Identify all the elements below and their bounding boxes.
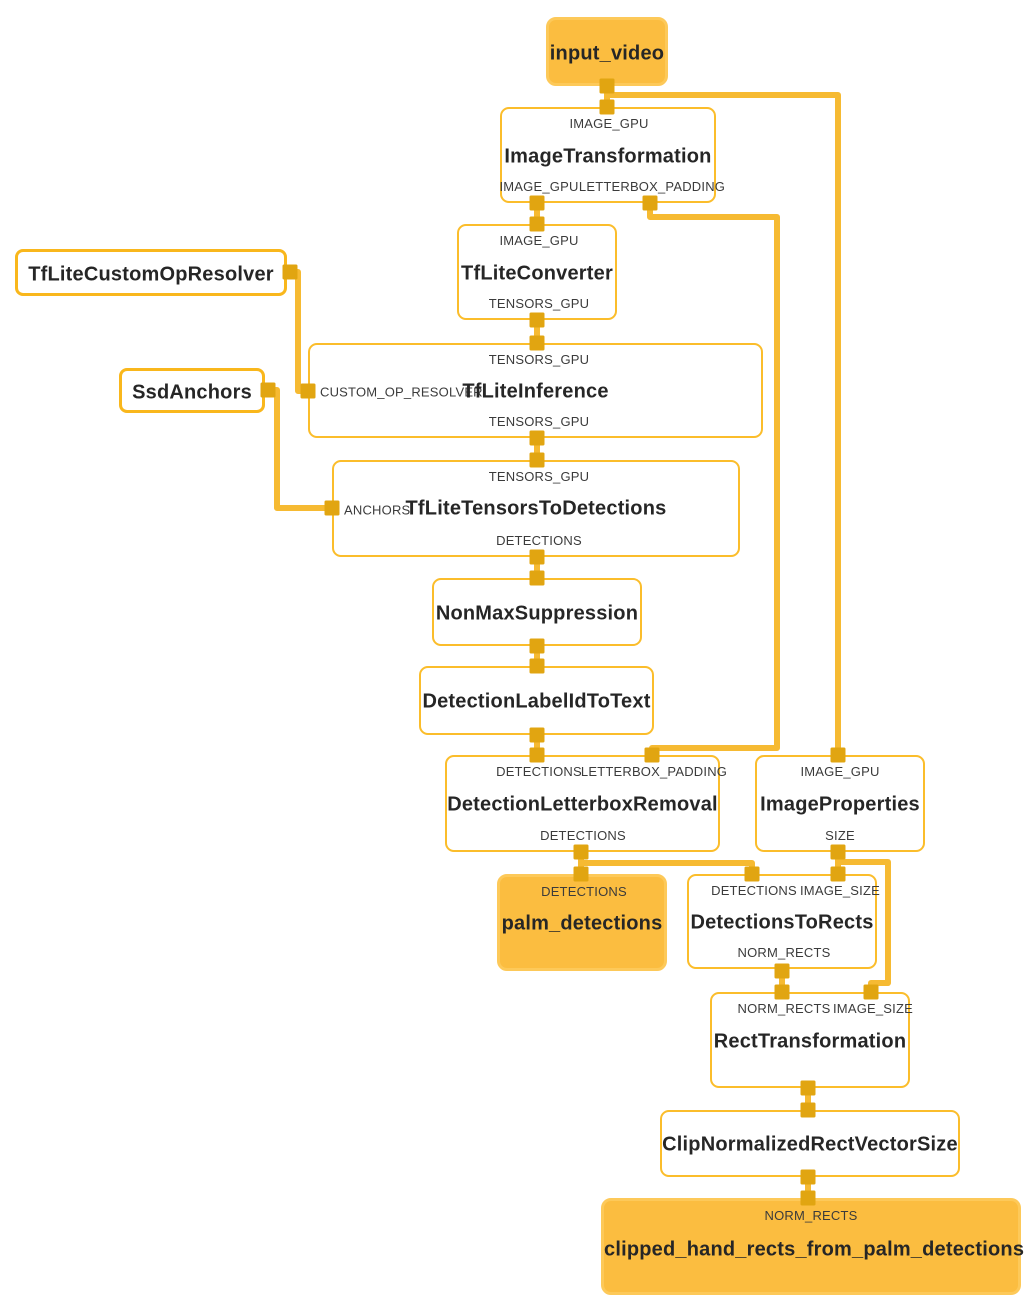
edge-line-5 — [290, 269, 308, 394]
node-title: SsdAnchors — [132, 381, 252, 404]
node-ssd_anchors[interactable]: SsdAnchors — [119, 368, 265, 413]
output-port-label: NORM_RECTS — [737, 945, 831, 960]
node-title: TfLiteConverter — [461, 262, 613, 285]
input-port-label: DETECTIONS — [496, 764, 582, 779]
node-title: DetectionLetterboxRemoval — [447, 793, 718, 816]
input-port-label: LETTERBOX_PADDING — [580, 764, 728, 779]
node-clip_normalized_rect_vector_size[interactable]: ClipNormalizedRectVectorSize — [660, 1110, 960, 1177]
output-port-label: DETECTIONS — [496, 533, 582, 548]
output-port-label: DETECTIONS — [540, 828, 626, 843]
side-input-port-label: CUSTOM_OP_RESOLVER — [320, 384, 483, 400]
input-port-label: IMAGE_SIZE — [832, 1001, 914, 1016]
input-port-label: IMAGE_SIZE — [799, 883, 881, 898]
node-title: DetectionLabelIdToText — [422, 690, 651, 713]
output-port-label: LETTERBOX_PADDING — [578, 179, 726, 194]
input-port-label: DETECTIONS — [541, 884, 627, 899]
node-title: NonMaxSuppression — [435, 602, 639, 625]
output-port-label: TENSORS_GPU — [488, 296, 590, 311]
output-port-label: SIZE — [825, 828, 855, 843]
node-title: RectTransformation — [713, 1030, 907, 1053]
node-input_video[interactable]: input_video — [546, 17, 668, 86]
node-detection_label_id_to_text[interactable]: DetectionLabelIdToText — [419, 666, 654, 735]
node-title: TfLiteCustomOpResolver — [28, 263, 274, 286]
input-port-label: IMAGE_GPU — [499, 233, 579, 248]
input-port-label: NORM_RECTS — [737, 1001, 831, 1016]
edge-line-1 — [607, 92, 841, 755]
input-port-label: IMAGE_GPU — [569, 116, 649, 131]
node-title: TfLiteTensorsToDetections — [405, 497, 667, 520]
input-port-label: IMAGE_GPU — [800, 764, 880, 779]
node-title: ImageProperties — [760, 793, 920, 816]
node-title: TfLiteInference — [462, 380, 609, 403]
node-palm_detections[interactable]: DETECTIONS palm_detections — [497, 874, 667, 971]
node-non_max_suppression[interactable]: NonMaxSuppression — [432, 578, 642, 646]
node-clipped_hand_rects_from_palm_detections[interactable]: NORM_RECTS clipped_hand_rects_from_palm_d… — [601, 1198, 1025, 1295]
input-port-label: NORM_RECTS — [764, 1208, 858, 1223]
node-tflite_custom_op_resolver[interactable]: TfLiteCustomOpResolver — [15, 249, 287, 296]
input-port-label: DETECTIONS — [711, 883, 797, 898]
output-port-label: IMAGE_GPU — [499, 179, 579, 194]
node-title: input_video — [549, 42, 665, 65]
node-title: ImageTransformation — [504, 145, 712, 168]
node-title: DetectionsToRects — [690, 911, 874, 934]
edge-line-12 — [581, 860, 755, 874]
node-title: clipped_hand_rects_from_palm_detections — [604, 1238, 1025, 1261]
input-port-label: TENSORS_GPU — [488, 352, 590, 367]
node-title: palm_detections — [501, 912, 663, 935]
input-port-label: TENSORS_GPU — [488, 469, 590, 484]
output-port-label: TENSORS_GPU — [488, 414, 590, 429]
side-input-port-label: ANCHORS — [344, 502, 411, 518]
node-title: ClipNormalizedRectVectorSize — [662, 1133, 958, 1156]
